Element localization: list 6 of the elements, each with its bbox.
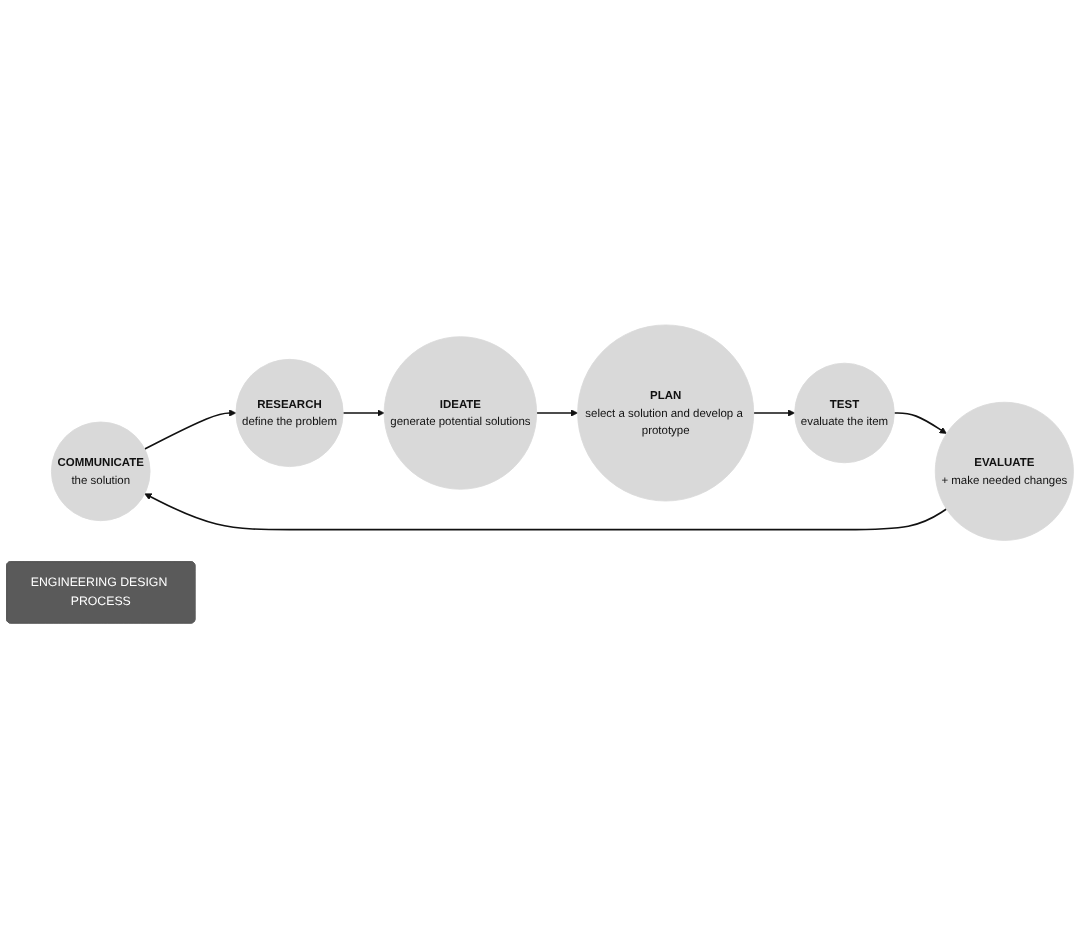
arrow: [893, 412, 947, 434]
arrow: [143, 409, 237, 450]
arrow: [752, 409, 795, 417]
arrow: [144, 493, 948, 531]
arrow: [342, 409, 385, 417]
arrow: [535, 409, 578, 417]
